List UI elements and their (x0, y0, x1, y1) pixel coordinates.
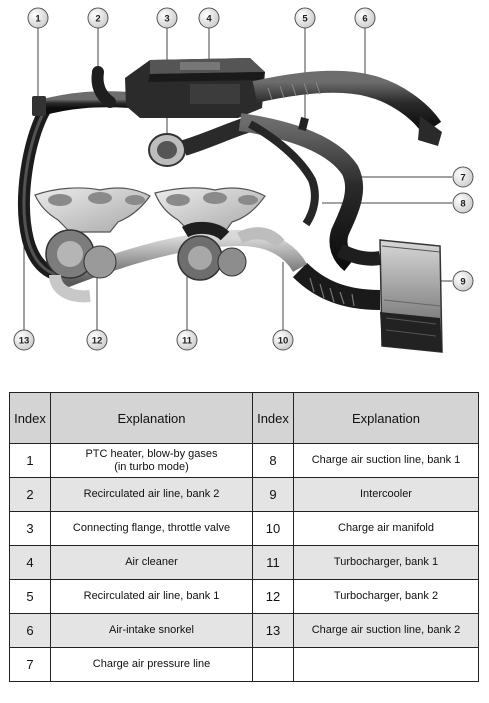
explanation-cell: Charge air suction line, bank 2 (293, 613, 479, 648)
svg-text:2: 2 (95, 14, 100, 25)
header-index-2: Index (252, 392, 294, 444)
turbocharger-bank-2 (45, 229, 117, 303)
callout-8: 8 (452, 192, 474, 214)
callout-1: 1 (27, 7, 49, 29)
index-cell: 6 (9, 613, 51, 648)
charge-air-suction-line-bank-1 (292, 243, 382, 310)
callout-13: 13 (13, 329, 35, 351)
header-explanation-1: Explanation (50, 392, 253, 444)
svg-text:11: 11 (182, 336, 193, 347)
explanation-cell: Turbocharger, bank 1 (293, 545, 479, 580)
table-row: 1 PTC heater, blow-by gases (in turbo mo… (9, 443, 479, 478)
index-cell: 9 (252, 477, 294, 512)
table-row: 5 Recirculated air line, bank 1 12 Turbo… (9, 579, 479, 614)
callout-4: 4 (198, 7, 220, 29)
index-cell: 12 (252, 579, 294, 614)
table-row: 6 Air-intake snorkel 13 Charge air sucti… (9, 613, 479, 648)
connecting-flange-throttle-valve (148, 116, 253, 167)
explanation-cell: Charge air pressure line (50, 647, 253, 682)
explanation-cell: Air-intake snorkel (50, 613, 253, 648)
index-cell: 8 (252, 443, 294, 478)
explanation-cell: PTC heater, blow-by gases (in turbo mode… (50, 443, 253, 478)
svg-text:12: 12 (92, 336, 103, 347)
index-cell: 4 (9, 545, 51, 580)
svg-text:4: 4 (206, 14, 212, 25)
index-cell: 3 (9, 511, 51, 546)
svg-text:5: 5 (302, 14, 308, 25)
callout-12: 12 (86, 329, 108, 351)
explanation-cell: Connecting flange, throttle valve (50, 511, 253, 546)
intercooler (379, 239, 443, 353)
explanation-cell (293, 647, 479, 682)
explanation-line-2: (in turbo mode) (114, 460, 189, 473)
callout-2: 2 (87, 7, 109, 29)
charge-air-suction-line-bank-2 (18, 104, 66, 282)
svg-text:6: 6 (362, 14, 367, 25)
index-cell: 7 (9, 647, 51, 682)
turbocharger-bank-1 (177, 221, 247, 281)
svg-text:9: 9 (460, 277, 465, 288)
callout-9: 9 (452, 270, 474, 292)
table-row: 4 Air cleaner 11 Turbocharger, bank 1 (9, 545, 479, 580)
explanation-cell: Intercooler (293, 477, 479, 512)
header-explanation-2: Explanation (293, 392, 479, 444)
index-cell: 13 (252, 613, 294, 648)
index-cell: 5 (9, 579, 51, 614)
svg-text:1: 1 (35, 14, 41, 25)
svg-text:10: 10 (278, 336, 289, 347)
air-cleaner (125, 58, 265, 118)
legend-table: Index Explanation Index Explanation 1 PT… (9, 392, 479, 682)
svg-text:13: 13 (19, 336, 30, 347)
charge-air-pressure-line (238, 113, 364, 272)
index-cell (252, 647, 294, 682)
callout-7: 7 (452, 166, 474, 188)
explanation-line: PTC heater, blow-by gases (85, 447, 218, 460)
index-cell: 1 (9, 443, 51, 478)
explanation-cell: Recirculated air line, bank 2 (50, 477, 253, 512)
exhaust-manifold-bank-1 (154, 187, 266, 233)
explanation-cell: Air cleaner (50, 545, 253, 580)
explanation-cell: Recirculated air line, bank 1 (50, 579, 253, 614)
table-row: 2 Recirculated air line, bank 2 9 Interc… (9, 477, 479, 512)
air-intake-snorkel (252, 70, 442, 146)
callout-6: 6 (354, 7, 376, 29)
header-index-1: Index (9, 392, 51, 444)
callout-10: 10 (272, 329, 294, 351)
svg-text:8: 8 (460, 199, 465, 210)
table-row: 3 Connecting flange, throttle valve 10 C… (9, 511, 479, 546)
callout-11: 11 (176, 329, 198, 351)
callout-3: 3 (156, 7, 178, 29)
index-cell: 10 (252, 511, 294, 546)
intake-system-diagram: 1 2 3 4 5 6 7 8 9 10 11 12 (13, 7, 474, 353)
explanation-cell: Turbocharger, bank 2 (293, 579, 479, 614)
index-cell: 2 (9, 477, 51, 512)
explanation-cell: Charge air suction line, bank 1 (293, 443, 479, 478)
svg-text:7: 7 (460, 173, 465, 184)
svg-text:3: 3 (164, 14, 169, 25)
recirculated-air-line-bank-2 (32, 66, 131, 116)
table-row: 7 Charge air pressure line (9, 647, 479, 682)
exhaust-manifold-bank-2 (34, 187, 151, 233)
index-cell: 11 (252, 545, 294, 580)
legend-header-row: Index Explanation Index Explanation (9, 392, 479, 444)
explanation-cell: Charge air manifold (293, 511, 479, 546)
callout-5: 5 (294, 7, 316, 29)
